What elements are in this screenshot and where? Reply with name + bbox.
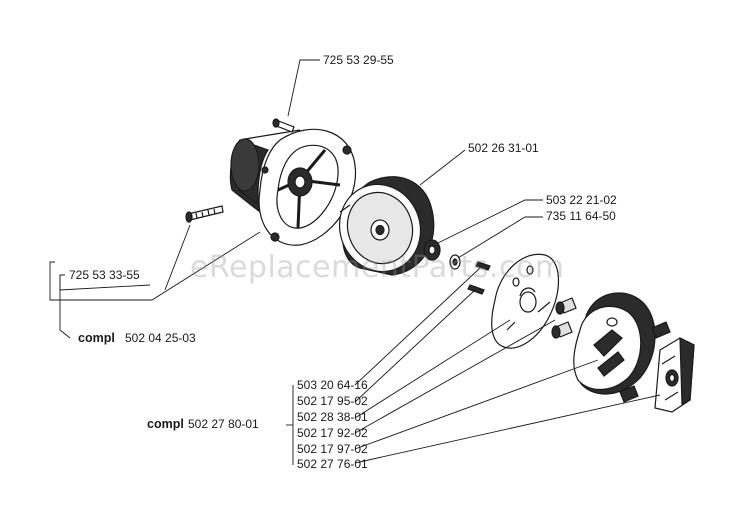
part-label-washer-b: 735 11 64-50 <box>546 209 616 223</box>
watermark: eReplacementParts.com <box>190 250 565 285</box>
compl-prefix-clutch: compl <box>147 417 184 431</box>
part-list-item-6: 502 27 76-01 <box>297 457 368 471</box>
part-list-item-5: 502 17 97-02 <box>297 442 368 456</box>
clutch-housing <box>229 128 357 246</box>
part-list-item-2: 502 17 95-02 <box>297 394 368 408</box>
clutch-shoe <box>573 292 656 395</box>
part-label-screw-top: 725 53 29-55 <box>323 53 394 67</box>
leader-lines <box>49 59 661 465</box>
part-list-item-3: 502 28 38-01 <box>297 410 368 424</box>
part-list-item-1: 503 20 64-16 <box>297 378 368 392</box>
part-list-item-4: 502 17 92-02 <box>297 426 368 440</box>
screw-left <box>185 205 224 223</box>
part-label-compl-housing: 502 04 25-03 <box>125 331 196 345</box>
part-label-screw-left: 725 53 33-55 <box>69 268 140 282</box>
part-label-washer-a: 503 22 21-02 <box>546 193 617 207</box>
small-screws <box>467 261 491 295</box>
washer-b <box>449 254 461 270</box>
part-label-clutch-drum: 502 26 31-01 <box>468 141 539 155</box>
clutch-drum <box>338 176 435 276</box>
end-plate <box>654 337 695 413</box>
screw-top <box>272 118 295 133</box>
clutch-plate <box>491 253 560 349</box>
pins <box>551 297 577 339</box>
compl-prefix-housing: compl <box>78 331 115 345</box>
washer-a <box>423 239 441 261</box>
part-label-compl-clutch: 502 27 80-01 <box>188 417 259 431</box>
set-screws <box>619 321 671 403</box>
